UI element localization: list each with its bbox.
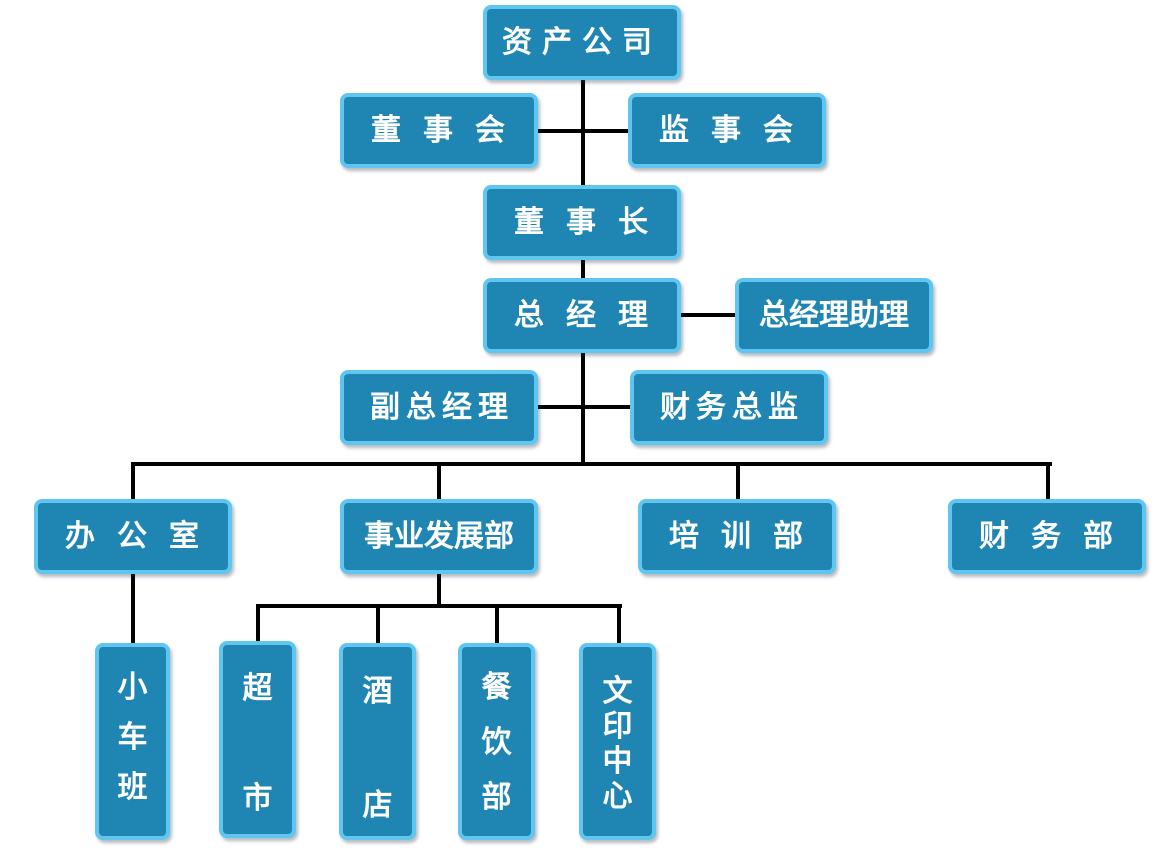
node-catering-char: 饮 bbox=[481, 725, 512, 760]
node-finance-department: 财务部 bbox=[948, 499, 1146, 574]
node-supermarket-char: 超 bbox=[242, 671, 273, 706]
connector-drop-finance bbox=[1046, 462, 1050, 501]
connector-gm-assistant bbox=[680, 313, 737, 317]
node-car-team: 小 车 班 bbox=[95, 643, 170, 840]
node-business-development: 事业发展部 bbox=[340, 499, 538, 574]
node-car-team-char: 班 bbox=[117, 770, 148, 805]
node-board-of-supervisors: 监事会 bbox=[628, 93, 826, 168]
node-deputy-gm: 副总经理 bbox=[340, 370, 538, 445]
node-catering-char: 餐 bbox=[481, 670, 512, 705]
node-supermarket-char: 市 bbox=[242, 781, 273, 816]
connector-drop-catering bbox=[495, 604, 499, 646]
node-chairman: 董事长 bbox=[483, 185, 681, 260]
node-hotel-char: 酒 bbox=[362, 674, 393, 709]
node-board-of-directors: 董事会 bbox=[340, 93, 538, 168]
node-car-team-char: 小 bbox=[117, 670, 148, 705]
node-office: 办公室 bbox=[34, 499, 232, 574]
node-training: 培训部 bbox=[638, 499, 836, 574]
node-catering-char: 部 bbox=[481, 780, 512, 815]
node-print-center-char: 印 bbox=[602, 709, 633, 744]
connector-boards bbox=[537, 129, 629, 133]
connector-drop-office bbox=[131, 462, 135, 501]
node-car-team-char: 车 bbox=[117, 720, 148, 755]
connector-deputies bbox=[537, 405, 632, 409]
connector-drop-print bbox=[617, 604, 621, 646]
node-gm-assistant: 总经理助理 bbox=[735, 278, 933, 353]
connector-office-carteam bbox=[131, 573, 135, 645]
node-print-center-char: 文 bbox=[602, 674, 633, 709]
connector-departments-bar bbox=[131, 462, 1052, 466]
node-print-center-char: 心 bbox=[602, 779, 633, 814]
node-hotel-char: 店 bbox=[362, 788, 393, 823]
connector-business-down bbox=[437, 573, 441, 607]
connector-drop-training bbox=[736, 462, 740, 501]
connector-drop-business bbox=[437, 462, 441, 501]
connector-chairman-gm bbox=[581, 259, 585, 279]
node-hotel: 酒 店 bbox=[339, 643, 416, 840]
node-print-center: 文 印 中 心 bbox=[579, 643, 656, 840]
node-company: 资产公司 bbox=[483, 5, 681, 80]
node-general-manager: 总经理 bbox=[483, 278, 681, 353]
node-supermarket: 超 市 bbox=[219, 641, 296, 838]
node-catering: 餐 饮 部 bbox=[458, 643, 535, 840]
node-print-center-char: 中 bbox=[602, 744, 633, 779]
connector-drop-hotel bbox=[376, 604, 380, 646]
connector-drop-supermarket bbox=[256, 604, 260, 644]
node-finance-director: 财务总监 bbox=[630, 370, 828, 445]
connector-units-bar bbox=[256, 604, 622, 608]
